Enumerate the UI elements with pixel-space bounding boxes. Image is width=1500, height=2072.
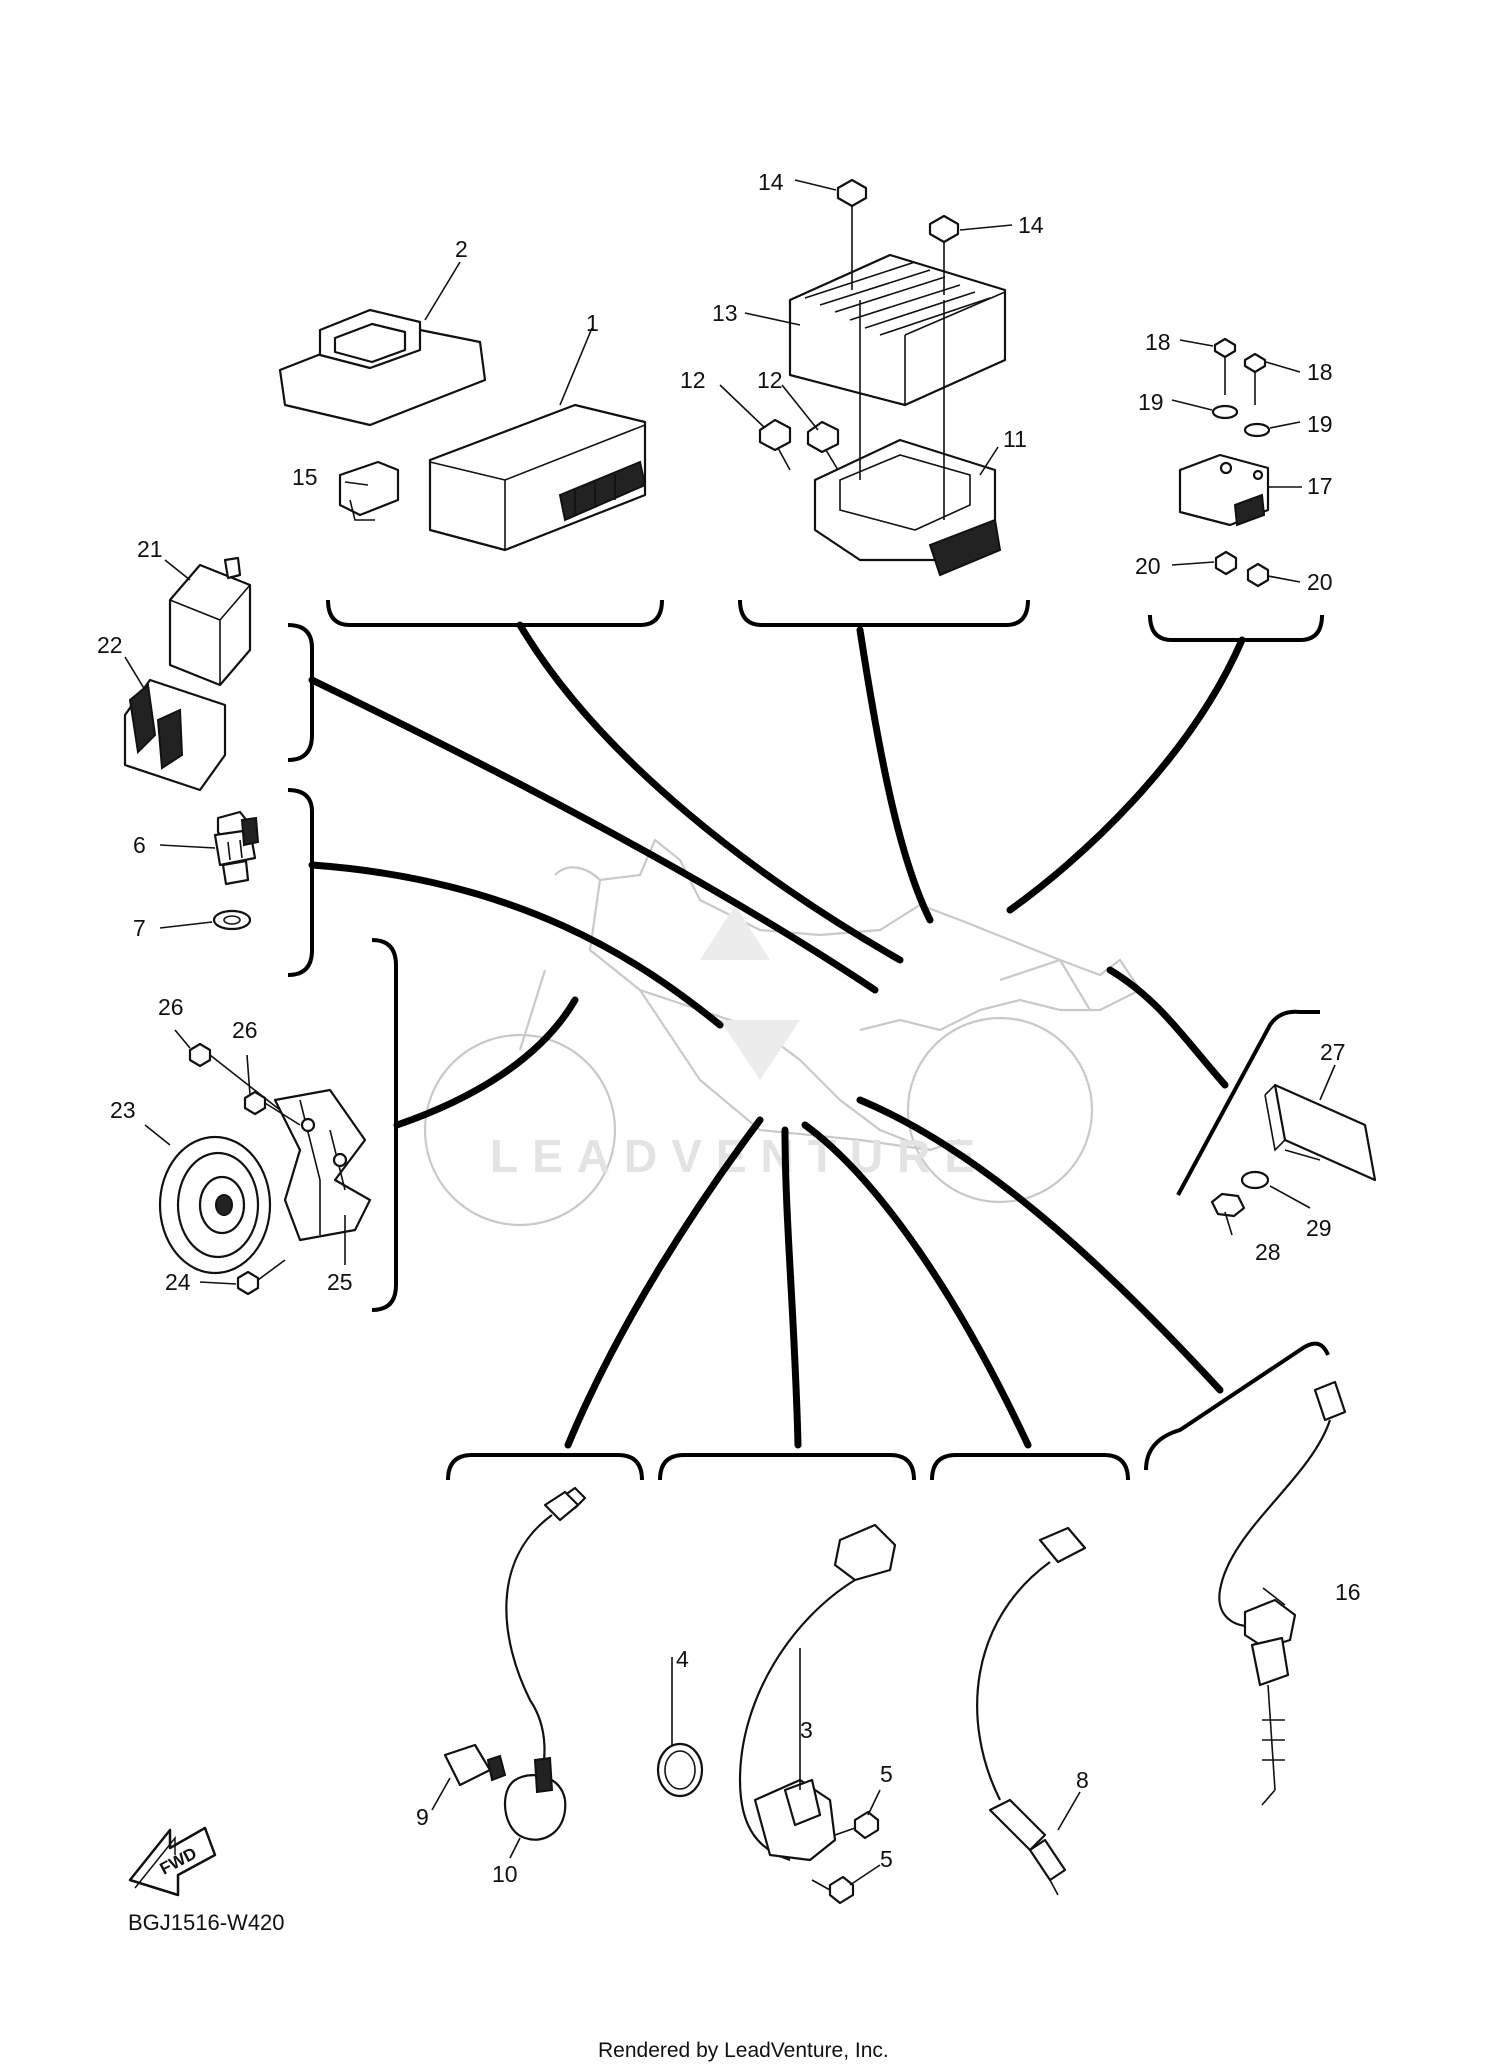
callout-27: 27 (1320, 1039, 1346, 1065)
bracket-17-group (1178, 337, 1271, 588)
temp-sensor-group (212, 810, 260, 931)
callout-14a: 14 (758, 169, 784, 195)
callout-7: 7 (133, 915, 146, 941)
diagram-code: BGJ1516-W420 (128, 1910, 285, 1935)
callout-8: 8 (1076, 1767, 1089, 1793)
callout-numbers: 1 2 3 4 5 5 6 7 8 9 10 11 12 12 13 14 14… (97, 169, 1361, 1887)
ecu-group (278, 308, 647, 552)
reflector-group (1210, 1083, 1377, 1218)
callout-20b: 20 (1307, 569, 1333, 595)
callout-11: 11 (1003, 426, 1027, 452)
group-leader-lines (308, 621, 1246, 1449)
fuel-sender-group (656, 1523, 897, 1905)
callout-19b: 19 (1307, 411, 1333, 437)
callout-5a: 5 (880, 1761, 893, 1787)
sensor-8-group (976, 1526, 1087, 1896)
footer-credit: Rendered by LeadVenture, Inc. (598, 2039, 889, 2062)
callout-13: 13 (712, 300, 738, 326)
sensor-10-group (443, 1486, 587, 1841)
callout-20a: 20 (1135, 553, 1161, 579)
callout-18b: 18 (1307, 359, 1333, 385)
callout-16: 16 (1335, 1579, 1361, 1605)
callout-24: 24 (165, 1269, 191, 1295)
callout-9: 9 (416, 1804, 429, 1830)
horn-group (158, 1042, 372, 1296)
forward-direction-badge: FWD (128, 1826, 217, 1897)
callout-15: 15 (292, 464, 318, 490)
regulator-group (758, 178, 1007, 577)
callout-6: 6 (133, 832, 146, 858)
switch-16-group (1218, 1380, 1347, 1806)
callout-26b: 26 (232, 1017, 258, 1043)
callout-26a: 26 (158, 994, 184, 1020)
callout-28: 28 (1255, 1239, 1281, 1265)
callout-22: 22 (97, 632, 123, 658)
callout-14b: 14 (1018, 212, 1044, 238)
callout-leaders (124, 179, 1336, 1886)
callout-3: 3 (800, 1717, 813, 1743)
callout-4: 4 (676, 1646, 689, 1672)
callout-17: 17 (1307, 473, 1333, 499)
group-brackets (287, 599, 1330, 1481)
callout-25: 25 (327, 1269, 353, 1295)
callout-19a: 19 (1138, 389, 1164, 415)
callout-10: 10 (492, 1861, 518, 1887)
callout-21: 21 (137, 536, 163, 562)
callout-12b: 12 (757, 367, 783, 393)
callout-5b: 5 (880, 1846, 893, 1872)
callout-1: 1 (586, 310, 599, 336)
watermark-text: LEADVENTURE (490, 1130, 989, 1182)
callout-23: 23 (110, 1097, 136, 1123)
relay-group (123, 556, 252, 792)
callout-12a: 12 (680, 367, 706, 393)
callout-2: 2 (455, 236, 468, 262)
callout-29: 29 (1306, 1215, 1332, 1241)
callout-18a: 18 (1145, 329, 1171, 355)
